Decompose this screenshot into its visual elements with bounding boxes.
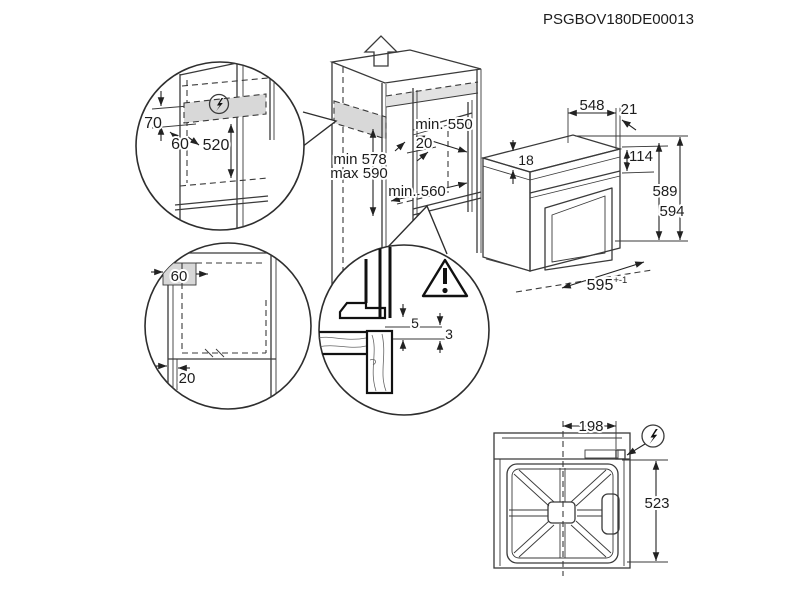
- mains-offset-label: 198: [578, 418, 603, 435]
- oven-top-frame-label: 18: [518, 152, 534, 168]
- oven-left-face: [482, 157, 531, 272]
- oven-width-label: 595+-1: [587, 275, 628, 294]
- electrical-symbol-circle: [208, 93, 230, 115]
- back-view-dimensions: 198 523: [563, 416, 672, 563]
- back-height-label: 523: [644, 495, 669, 512]
- electrical-symbol-circle-back: [641, 424, 665, 448]
- back-view-drawing: [493, 421, 631, 576]
- oven-front-face: [529, 148, 621, 272]
- up-arrow-icon: [363, 35, 399, 67]
- niche-width-label: min. 560: [388, 183, 446, 200]
- terminal-box: [584, 449, 619, 459]
- wood-panel: [365, 329, 394, 395]
- base-front-clearance-label: 20: [179, 370, 196, 387]
- detail-base-dimensions: 60 20: [151, 266, 208, 389]
- zone-offset-label: 60: [171, 136, 189, 153]
- lightning-icon-back: [649, 429, 658, 444]
- cabinet-dimensions: min. 550 20 min 578 max 590 min. 560: [328, 114, 475, 216]
- oven-height-total-label: 594: [659, 203, 684, 220]
- base-side-clearance-label: 60: [171, 268, 188, 285]
- niche-gap-label: 20: [416, 135, 433, 152]
- back-center-pad: [547, 501, 576, 524]
- oven-front-protrusion-label: 21: [621, 101, 638, 118]
- control-panel-height-label: 114: [629, 148, 653, 165]
- detail-circle-trim: [318, 244, 490, 416]
- niche-depth-label: min. 550: [415, 116, 473, 133]
- electrical-zone-box: [183, 93, 267, 124]
- trim-profile: [338, 301, 387, 320]
- zone-distance-label: 520: [203, 137, 230, 154]
- back-panel-outline: [493, 432, 631, 569]
- oven-door-window: [544, 187, 613, 271]
- oven-height-label: 589: [652, 183, 677, 200]
- top-compartment-floor: [386, 82, 478, 107]
- detail-base-content: [150, 252, 302, 400]
- niche-height-min-label: min 578: [333, 151, 386, 168]
- callout-wedge-electrical: [301, 111, 338, 148]
- oven-door-window-inner: [551, 195, 606, 263]
- trim-gap-3-label: 3: [445, 326, 453, 342]
- oven-dimensions: 548 21 18 114 589 594 595+-1: [509, 95, 688, 296]
- callout-wedge-trim: [386, 204, 448, 255]
- electrical-zone-strip: [333, 100, 387, 140]
- back-right-pad: [601, 493, 620, 535]
- cabinet-top-face: [329, 49, 482, 84]
- detail-electrical-dimensions: 70 60 520: [142, 91, 235, 178]
- oven-depth-label: 548: [579, 97, 604, 114]
- mains-entry-point: [615, 449, 626, 460]
- part-number: PSGBOV180DE00013: [543, 11, 694, 28]
- detail-trim-dimensions: 5 3: [385, 258, 469, 353]
- niche-height-max-label: max 590: [330, 165, 388, 182]
- trim-gap-5-label: 5: [411, 315, 419, 331]
- zone-height-label: 70: [144, 115, 162, 132]
- lightning-icon: [216, 98, 224, 111]
- detail-trim-content: [319, 247, 394, 395]
